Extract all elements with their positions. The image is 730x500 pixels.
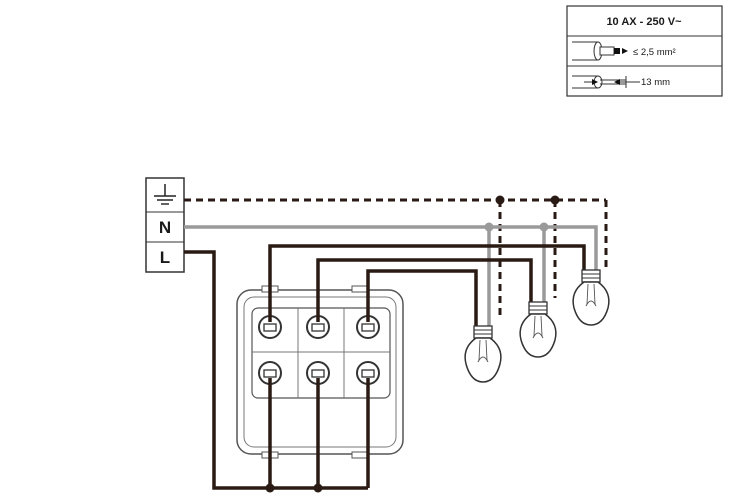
line-label: L xyxy=(160,248,170,267)
switched-wires xyxy=(268,244,586,326)
strip-length-label: 13 mm xyxy=(641,77,670,88)
rating-label: 10 AX - 250 V~ xyxy=(606,16,682,28)
line-junction xyxy=(265,483,275,493)
strip-length-icon xyxy=(572,75,640,89)
lamp xyxy=(464,325,502,383)
supply-terminal-block: N L xyxy=(145,177,185,273)
spec-box: 10 AX - 250 V~ ≤ 2,5 mm² 13 mm xyxy=(566,5,723,97)
earth-junction xyxy=(495,195,505,205)
earth-ground-icon xyxy=(154,184,176,205)
neutral-junction xyxy=(539,222,549,232)
terminal-screw xyxy=(258,315,282,339)
neutral-junction xyxy=(484,222,494,232)
earth-junction xyxy=(550,195,560,205)
terminal-screw xyxy=(356,361,380,385)
switch-terminals xyxy=(258,315,380,385)
neutral-label: N xyxy=(159,218,171,237)
terminal-screw xyxy=(258,361,282,385)
lamp xyxy=(572,269,610,326)
neutral-wire xyxy=(184,225,598,326)
earth-wire xyxy=(184,198,608,318)
wire-section-label: ≤ 2,5 mm² xyxy=(633,47,676,58)
terminal-screw xyxy=(356,315,380,339)
line-junction xyxy=(313,483,323,493)
lamp xyxy=(519,301,557,358)
cable-section-icon xyxy=(572,41,628,61)
line-wire xyxy=(184,250,370,490)
